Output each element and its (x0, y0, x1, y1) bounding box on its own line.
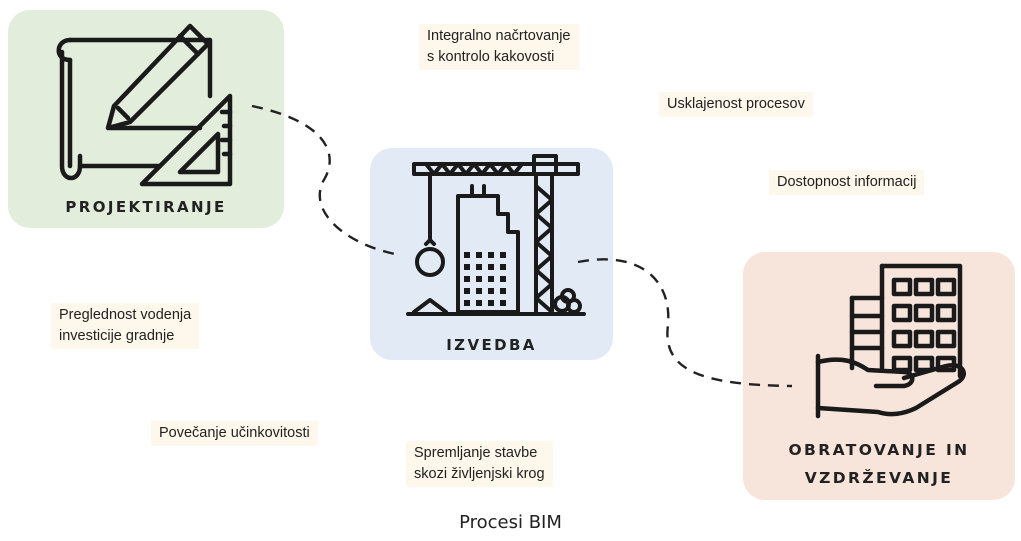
design-phase-label: PROJEKTIRANJE (65, 198, 227, 216)
benefit-lifecycle-line2: skozi življenjski krog (414, 466, 545, 482)
construction-to-operation-connector (577, 258, 793, 388)
benefit-overview-line2: investicije gradnje (59, 328, 175, 344)
benefit-integral-design: Integralno načrtovanje s kontrolo kakovo… (419, 24, 579, 70)
benefit-integral-line1: Integralno načrtovanje (427, 28, 571, 44)
design-phase-box (8, 10, 284, 228)
benefit-information-access: Dostopnost informacij (769, 170, 925, 195)
crane-building-icon (406, 154, 586, 316)
benefit-efficiency-line1: Povečanje učinkovitosti (159, 425, 310, 441)
design-to-construction-connector (251, 104, 401, 257)
operation-phase-label-line1: OBRATOVANJE IN (788, 441, 970, 459)
benefit-process-alignment: Usklajenost procesov (659, 92, 813, 117)
benefit-alignment-line1: Usklajenost procesov (667, 96, 805, 112)
benefit-lifecycle-line1: Spremljanje stavbe (414, 445, 538, 461)
hand-building-icon (815, 263, 966, 419)
diagram-caption: Procesi BIM (459, 512, 562, 533)
operation-phase-label-line2: VZDRŽEVANJE (804, 469, 954, 487)
benefit-integral-line2: s kontrolo kakovosti (427, 49, 555, 65)
construction-phase-label: IZVEDBA (446, 336, 537, 354)
blueprint-pencil-icon (56, 23, 233, 187)
benefit-access-line1: Dostopnost informacij (777, 174, 917, 190)
benefit-lifecycle-tracking: Spremljanje stavbe skozi življenjski kro… (406, 441, 553, 487)
operation-phase-box (743, 252, 1015, 500)
benefit-investment-overview: Preglednost vodenja investicije gradnje (51, 303, 200, 349)
benefit-overview-line1: Preglednost vodenja (59, 307, 192, 323)
benefit-efficiency: Povečanje učinkovitosti (151, 421, 318, 446)
